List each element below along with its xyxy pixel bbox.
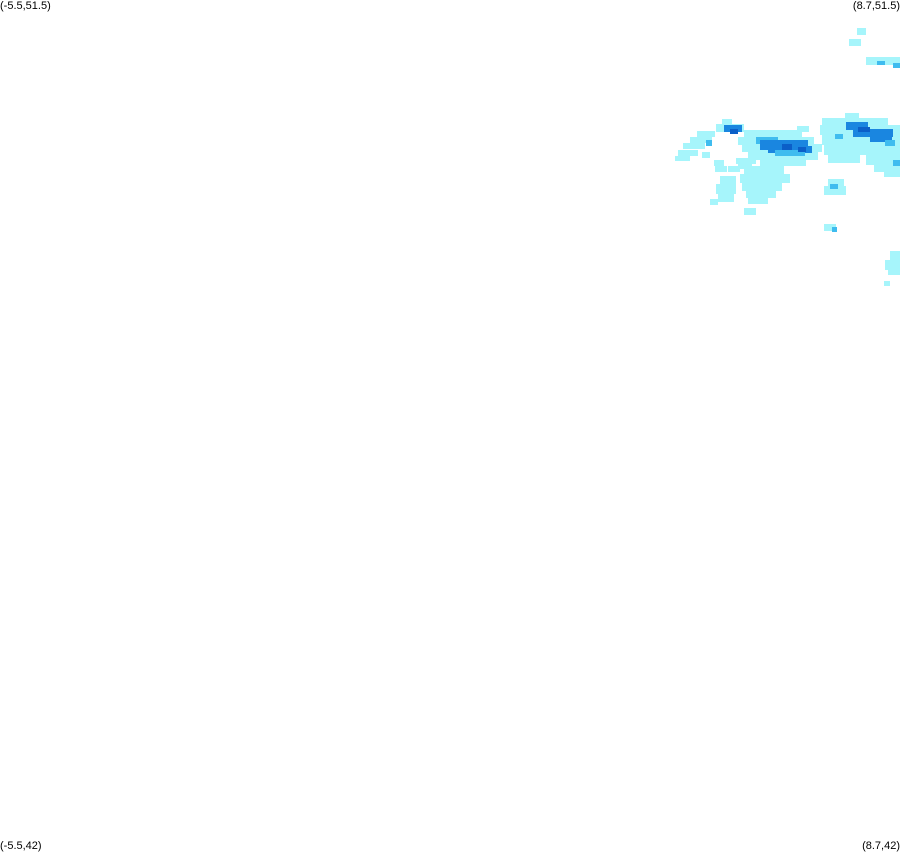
intensity-cell (828, 155, 860, 163)
intensity-cell (884, 281, 890, 286)
intensity-cell (890, 251, 900, 261)
intensity-cell (715, 166, 727, 172)
intensity-cell (797, 126, 809, 132)
intensity-cell (828, 179, 844, 187)
intensity-cell (893, 63, 900, 68)
intensity-cell (706, 140, 712, 146)
intensity-cell (742, 183, 782, 191)
intensity-cell (714, 160, 724, 166)
intensity-cell (782, 144, 792, 150)
intensity-cell (798, 147, 806, 152)
intensity-cell (822, 135, 900, 145)
intensity-cell (718, 194, 734, 202)
intensity-cell (728, 166, 740, 172)
intensity-cell (724, 125, 742, 132)
intensity-cell (744, 208, 756, 215)
corner-label-bottom-right: (8.7,42) (862, 840, 900, 852)
intensity-cell (877, 61, 885, 65)
intensity-cell (830, 184, 838, 189)
intensity-cell (874, 165, 900, 172)
intensity-cell (885, 140, 895, 146)
intensity-cell (730, 129, 738, 134)
intensity-cell (760, 159, 806, 166)
intensity-cells (675, 28, 900, 286)
intensity-cell (736, 158, 756, 164)
intensity-cell (675, 156, 690, 161)
intensity-cell (748, 198, 768, 204)
intensity-cell (710, 199, 718, 205)
intensity-cell (824, 186, 846, 195)
intensity-cell (893, 160, 900, 166)
intensity-cell (832, 227, 837, 232)
intensity-cell (835, 134, 843, 139)
corner-label-top-right: (8.7,51.5) (852, 0, 900, 12)
intensity-cell (744, 130, 802, 138)
intensity-cell (858, 127, 870, 132)
intensity-cell (678, 150, 698, 156)
intensity-cell (690, 137, 712, 143)
intensity-cell (722, 119, 732, 125)
intensity-cell (744, 166, 784, 174)
intensity-cell (885, 260, 900, 270)
corner-label-bottom-left: (-5.5,42) (0, 840, 42, 852)
intensity-cell (824, 224, 836, 231)
intensity-cell (775, 150, 805, 156)
intensity-cell (884, 171, 900, 177)
intensity-cell (740, 174, 790, 183)
corner-label-top-left: (-5.5,51.5) (0, 0, 51, 12)
intensity-cell (853, 129, 893, 137)
intensity-cell (702, 152, 710, 158)
intensity-cell (824, 145, 900, 155)
intensity-cell (870, 135, 892, 142)
intensity-cell (857, 28, 866, 35)
intensity-cell (720, 176, 736, 184)
intensity-cell (845, 113, 859, 119)
intensity-cell (716, 184, 736, 194)
intensity-cell (746, 191, 776, 198)
intensity-cell (697, 131, 715, 137)
intensity-cell (888, 270, 900, 275)
intensity-cell (866, 155, 900, 165)
intensity-cell (683, 143, 705, 149)
intensity-cell (849, 39, 861, 46)
intensity-cell (846, 122, 868, 130)
